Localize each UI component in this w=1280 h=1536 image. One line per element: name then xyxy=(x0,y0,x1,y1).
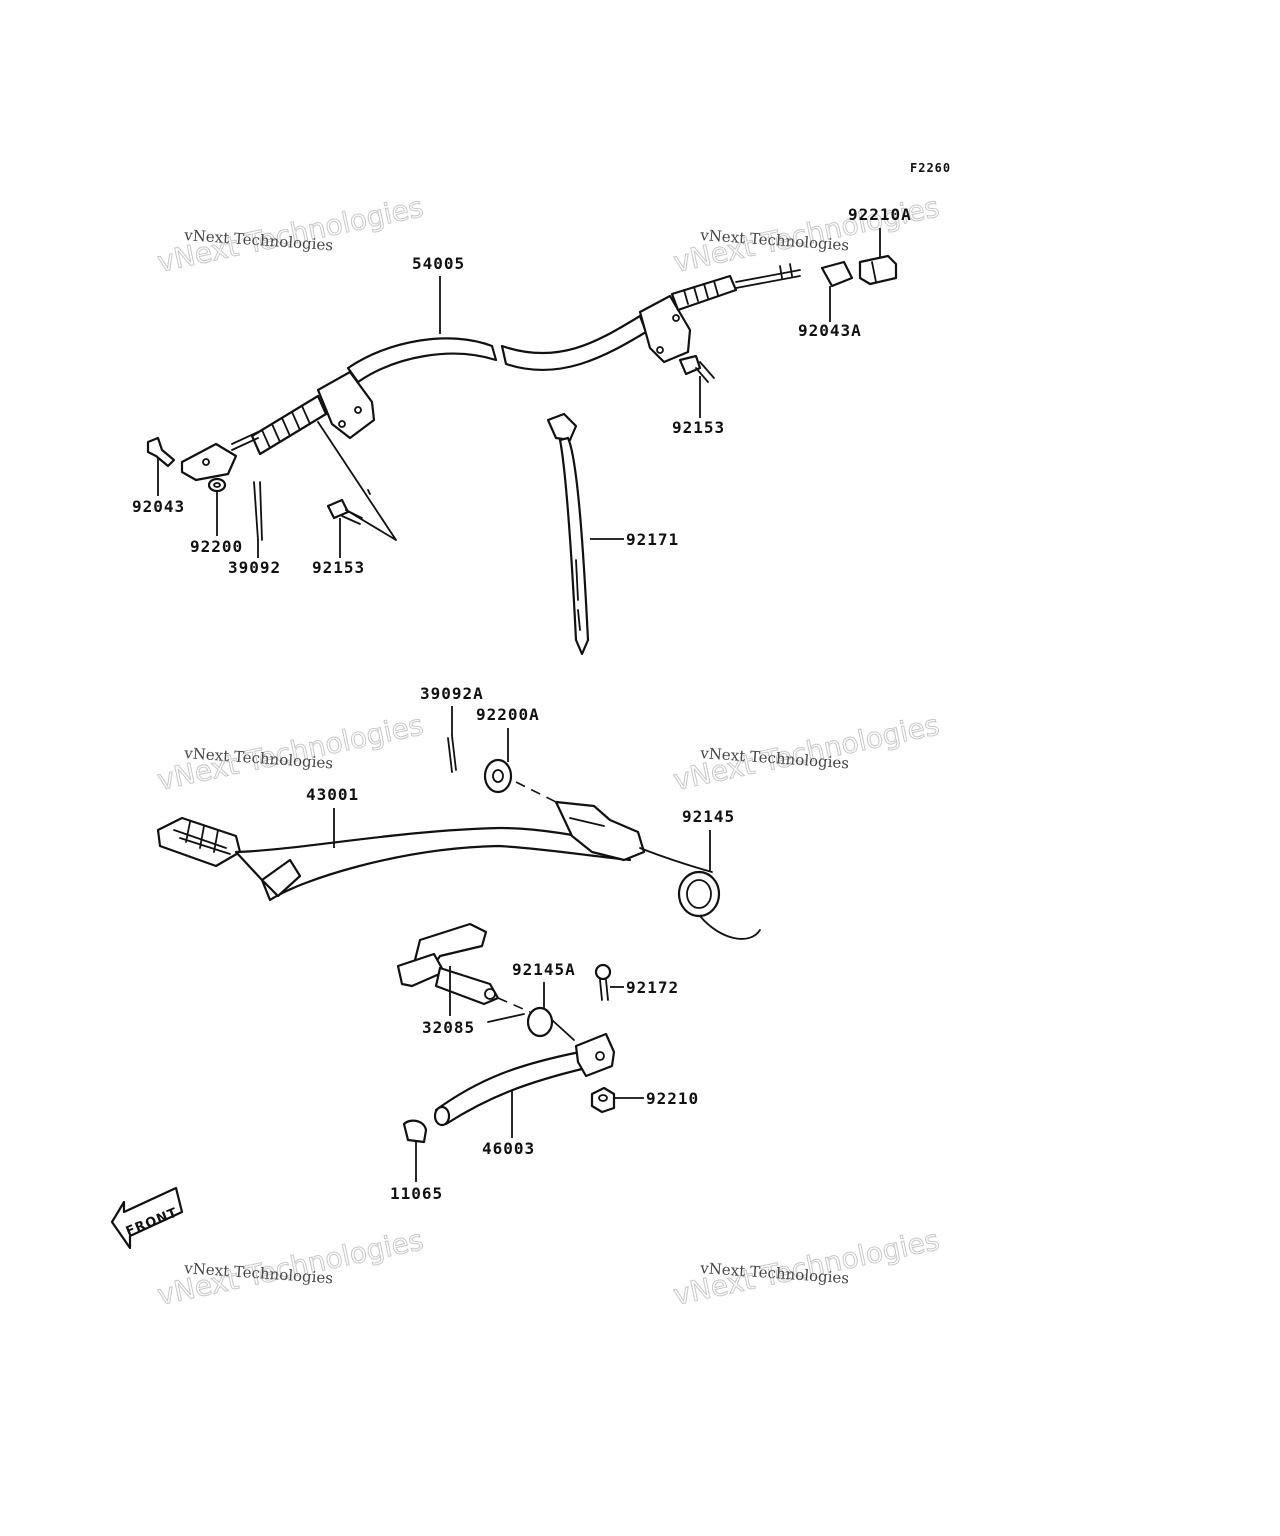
leader-lines xyxy=(157,228,881,1182)
part-label-32085: 32085 xyxy=(422,1018,475,1037)
brake-cable-drawing xyxy=(146,254,898,541)
part-label-92043: 92043 xyxy=(132,497,185,516)
watermark-mid-left: vNext Technologies vNext Technologies xyxy=(154,708,427,798)
part-label-54005: 54005 xyxy=(412,254,465,273)
part-label-92210a: 92210A xyxy=(848,205,912,224)
part-label-92172: 92172 xyxy=(626,978,679,997)
part-label-92145: 92145 xyxy=(682,807,735,826)
part-label-43001: 43001 xyxy=(306,785,359,804)
lower-linkage-drawing xyxy=(396,922,616,1144)
part-label-92043a: 92043A xyxy=(798,321,862,340)
watermark-top-right: vNext Technologies vNext Technologies xyxy=(670,190,943,280)
watermark-bottom-right: vNext Technologies vNext Technologies xyxy=(670,1223,943,1313)
part-label-92200a: 92200A xyxy=(476,705,540,724)
figure-code: F2260 xyxy=(910,161,951,175)
part-label-11065: 11065 xyxy=(390,1184,443,1203)
cable-strap-drawing xyxy=(546,412,590,656)
part-label-46003: 46003 xyxy=(482,1139,535,1158)
part-label-92200: 92200 xyxy=(190,537,243,556)
front-direction-arrow: FRONT xyxy=(110,1186,184,1250)
part-label-39092a: 39092A xyxy=(420,684,484,703)
watermark-bottom-left: vNext Technologies vNext Technologies xyxy=(154,1223,427,1313)
part-label-92153-upper: 92153 xyxy=(672,418,725,437)
part-labels: 54005 92210A 92043A 92153 92043 92200 39092 921… xyxy=(132,205,912,1203)
part-label-39092: 39092 xyxy=(228,558,281,577)
part-label-92153-lower: 92153 xyxy=(312,558,365,577)
part-label-92171: 92171 xyxy=(626,530,679,549)
part-label-92210: 92210 xyxy=(646,1089,699,1108)
watermark-mid-right: vNext Technologies vNext Technologies xyxy=(670,708,943,798)
part-label-92145a: 92145A xyxy=(512,960,576,979)
watermark-top-left: vNext Technologies vNext Technologies xyxy=(154,190,427,280)
